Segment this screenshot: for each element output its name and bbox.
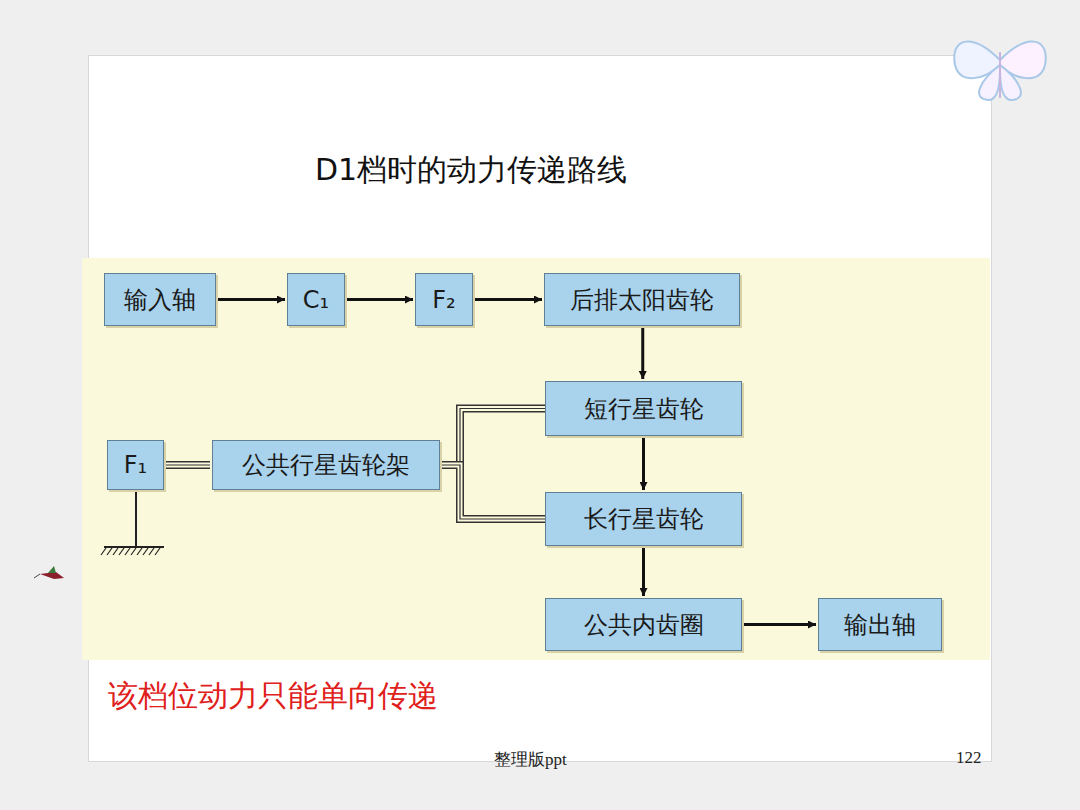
box-text: F₁: [124, 451, 147, 479]
connector: [164, 461, 210, 469]
connector: [345, 298, 413, 301]
process-box: 输出轴: [818, 598, 942, 651]
box-text: 输入轴: [124, 284, 196, 316]
butterfly: [954, 41, 1046, 100]
box-text: 长行星齿轮: [584, 503, 704, 535]
connector: [440, 409, 545, 466]
bird: [34, 566, 64, 579]
connector: [473, 298, 542, 301]
connector: [164, 464, 210, 465]
process-box: 输入轴: [104, 273, 216, 326]
connector: [440, 465, 545, 519]
process-box: 长行星齿轮: [545, 492, 742, 546]
connector: [642, 436, 645, 490]
box-text: 短行星齿轮: [584, 393, 704, 425]
connector: [216, 298, 285, 301]
slide-title: D1档时的动力传递路线: [315, 150, 627, 191]
box-text: F₂: [432, 286, 455, 314]
box-text: C₁: [303, 286, 329, 314]
page-number: 122: [956, 748, 982, 768]
footer-text: 整理版ppt: [494, 748, 567, 771]
ground-hatch: [101, 548, 160, 555]
connector: [440, 409, 545, 466]
box-text: 公共行星齿轮架: [242, 449, 410, 481]
box-text: 输出轴: [844, 609, 916, 641]
process-box: 后排太阳齿轮: [544, 273, 740, 326]
box-text: 后排太阳齿轮: [570, 284, 714, 316]
box-text: 公共内齿圈: [584, 609, 704, 641]
process-box: 短行星齿轮: [545, 381, 742, 436]
connector: [440, 465, 545, 519]
connector: [440, 465, 545, 519]
process-box: 公共行星齿轮架: [212, 440, 440, 490]
connector: [440, 409, 545, 466]
connector: [642, 546, 645, 596]
process-box: F₂: [415, 273, 473, 326]
note-text: 该档位动力只能单向传递: [108, 676, 438, 717]
process-box: 公共内齿圈: [545, 598, 742, 651]
connector: [641, 326, 644, 379]
connector: [164, 463, 210, 468]
process-box: F₁: [107, 440, 164, 490]
process-box: C₁: [287, 273, 345, 326]
ground-line: [104, 546, 164, 548]
ground-stem: [135, 490, 137, 547]
connector: [742, 623, 816, 626]
